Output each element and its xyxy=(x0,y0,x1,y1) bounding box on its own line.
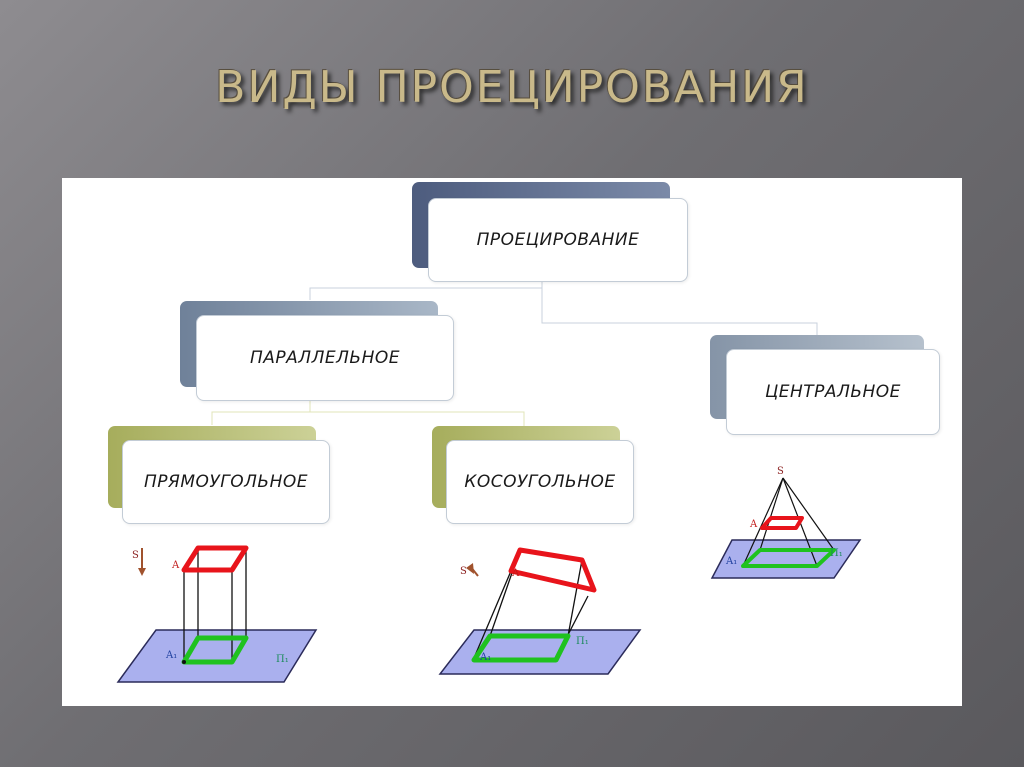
diagram-panel: ПРОЕЦИРОВАНИЕ ПАРАЛЛЕЛЬНОЕ ЦЕНТРАЛЬНОЕ П… xyxy=(62,178,962,706)
oblique-pi-label: П₁ xyxy=(576,636,589,647)
central-a-label: A xyxy=(749,519,758,530)
orthogonal-top-face xyxy=(181,545,249,573)
central-pi-label: П₁ xyxy=(830,548,843,559)
oblique-plane xyxy=(438,629,642,675)
orthogonal-projection-face xyxy=(181,635,249,665)
node-projection-label: ПРОЕЦИРОВАНИЕ xyxy=(428,198,688,282)
orthogonal-a-label: A xyxy=(171,560,180,571)
central-top-face xyxy=(760,516,804,530)
central-s-label: S xyxy=(777,466,784,477)
orthogonal-pi-label: П₁ xyxy=(276,654,289,665)
connectors xyxy=(211,280,818,426)
central-projection-face xyxy=(741,548,836,568)
slide-title: ВИДЫ ПРОЕЦИРОВАНИЯ xyxy=(215,62,809,113)
central-a1-label: A₁ xyxy=(725,556,737,567)
orthogonal-a1-label: A₁ xyxy=(165,650,177,661)
orthogonal-plane xyxy=(116,629,318,683)
orthogonal-s-label: S xyxy=(132,550,139,561)
central-illustration: S A A₁ П₁ xyxy=(710,466,862,579)
oblique-illustration: S A A₁ П₁ xyxy=(438,547,642,675)
node-orthogonal-label: ПРЯМОУГОЛЬНОЕ xyxy=(122,440,330,524)
projection-illustrations: S A A₁ П₁ S A A₁ П₁ xyxy=(116,466,862,683)
node-oblique-label: КОСОУГОЛЬНОЕ xyxy=(446,440,634,524)
oblique-s-label: S xyxy=(460,566,467,577)
node-parallel-label: ПАРАЛЛЕЛЬНОЕ xyxy=(196,315,454,401)
oblique-a1-label: A₁ xyxy=(479,652,491,663)
oblique-a-label: A xyxy=(511,568,520,579)
oblique-projection-face xyxy=(471,633,571,663)
node-central-label: ЦЕНТРАЛЬНОЕ xyxy=(726,349,940,435)
oblique-top-face xyxy=(508,547,597,593)
orthogonal-illustration: S A A₁ П₁ xyxy=(116,545,318,683)
